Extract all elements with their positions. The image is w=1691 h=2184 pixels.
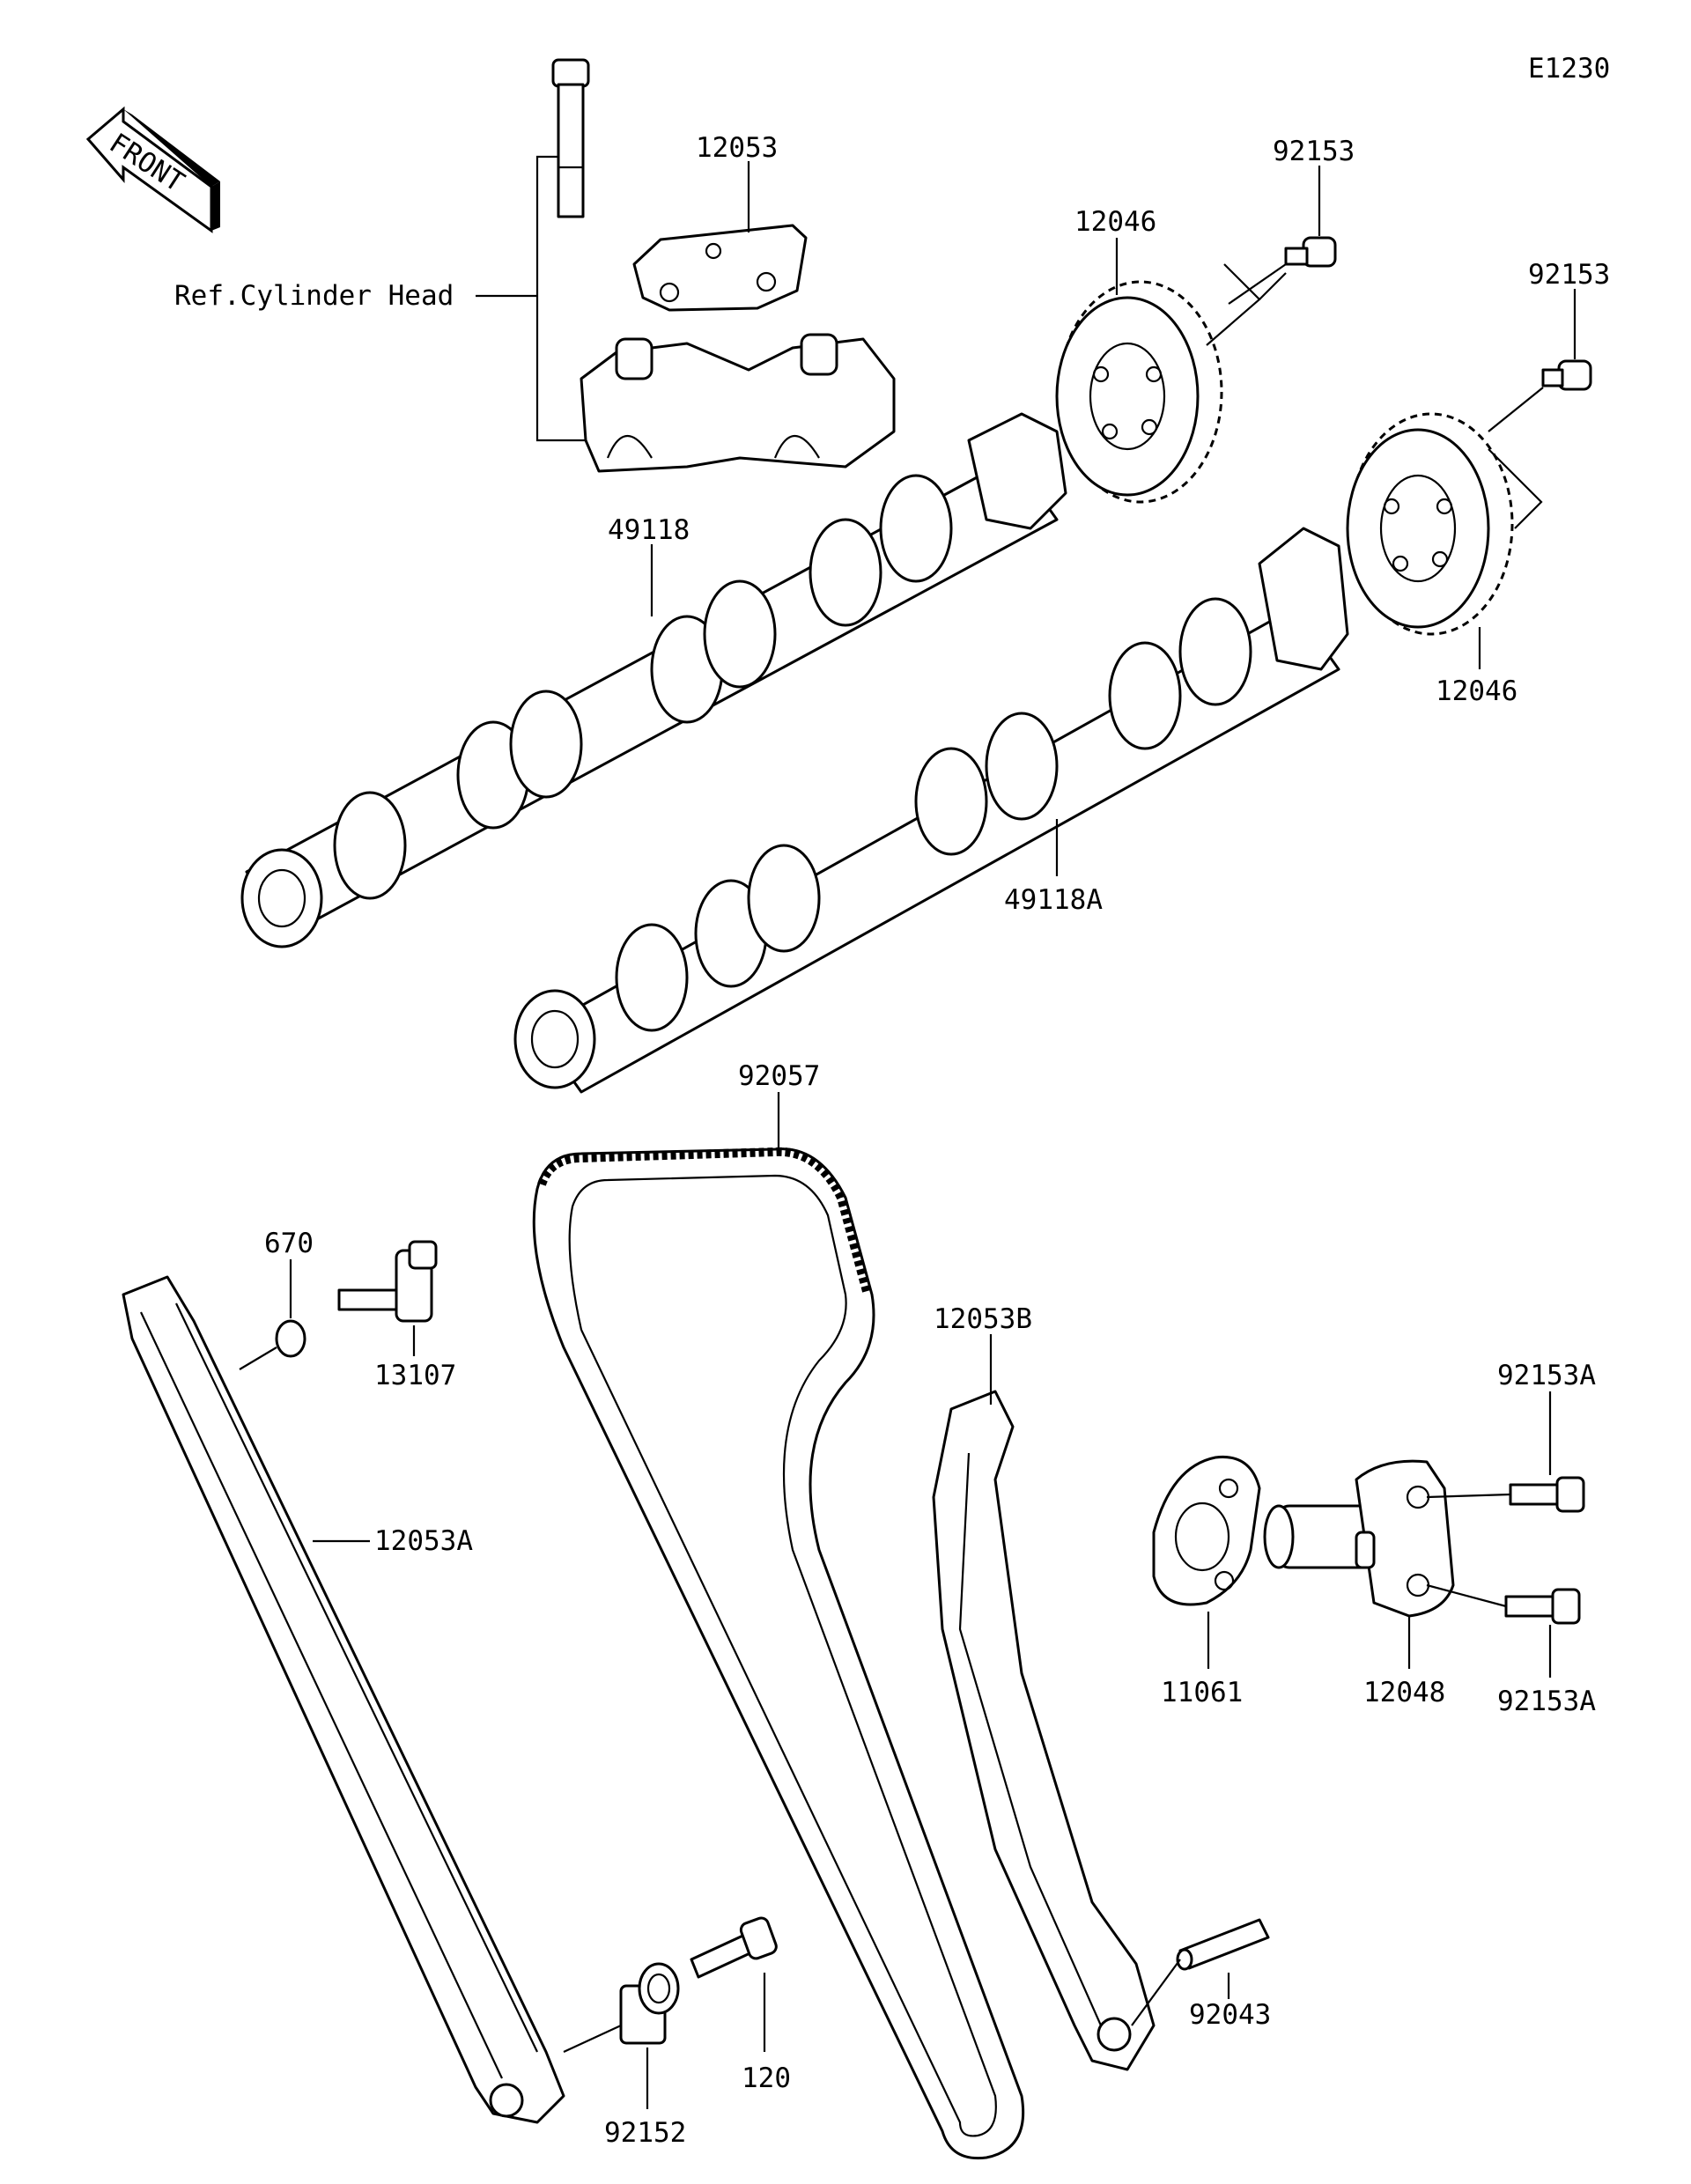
bolt-13107 xyxy=(337,1240,438,1323)
label-92057: 92057 xyxy=(738,1060,820,1092)
label-120: 120 xyxy=(742,2062,791,2094)
diagram-code: E1230 xyxy=(1528,53,1610,85)
label-49118A: 49118A xyxy=(1004,884,1103,916)
collar-92152 xyxy=(619,1962,680,2045)
label-13107: 13107 xyxy=(374,1360,456,1391)
cylinder-head-bolt xyxy=(551,58,590,218)
chain-tensioner-12048 xyxy=(1263,1459,1455,1618)
washer-670 xyxy=(275,1319,306,1358)
bolt-92153A-upper xyxy=(1509,1476,1585,1513)
bolt-92153A-lower xyxy=(1504,1588,1581,1625)
label-12048: 12048 xyxy=(1363,1677,1445,1708)
camshaft-holder xyxy=(580,333,896,473)
label-92152: 92152 xyxy=(604,2117,686,2149)
camshaft-49118A xyxy=(513,527,1349,1094)
label-92153A-lower: 92153A xyxy=(1497,1686,1596,1717)
label-12053A: 12053A xyxy=(374,1525,473,1557)
cam-cap-12053 xyxy=(632,224,808,312)
chain-guide-12053B xyxy=(932,1390,1156,2071)
gasket-11061 xyxy=(1152,1455,1261,1606)
label-12046-lower: 12046 xyxy=(1436,675,1517,707)
label-12053: 12053 xyxy=(696,132,778,164)
sprocket-12046-upper xyxy=(1055,280,1223,504)
label-11061: 11061 xyxy=(1161,1677,1243,1708)
reference-note: Ref.Cylinder Head xyxy=(174,280,454,312)
label-92153-lower: 92153 xyxy=(1528,259,1610,291)
label-92153-upper: 92153 xyxy=(1273,136,1355,167)
label-12046-upper: 12046 xyxy=(1074,206,1156,238)
label-92043: 92043 xyxy=(1189,1999,1271,2031)
sprocket-12046-lower xyxy=(1346,412,1514,636)
front-arrow-icon: FRONT xyxy=(85,106,220,233)
bolt-120 xyxy=(690,1916,778,1979)
label-670: 670 xyxy=(264,1228,314,1259)
label-12053B: 12053B xyxy=(934,1303,1032,1335)
bolt-92153-lower xyxy=(1541,359,1592,391)
bolt-92153-upper xyxy=(1284,236,1337,268)
camshaft-49118 xyxy=(240,412,1067,948)
label-92153A-upper: 92153A xyxy=(1497,1360,1596,1391)
label-49118: 49118 xyxy=(608,514,690,546)
chain-guide-12053A xyxy=(122,1275,565,2124)
pin-92043 xyxy=(1176,1918,1270,1971)
